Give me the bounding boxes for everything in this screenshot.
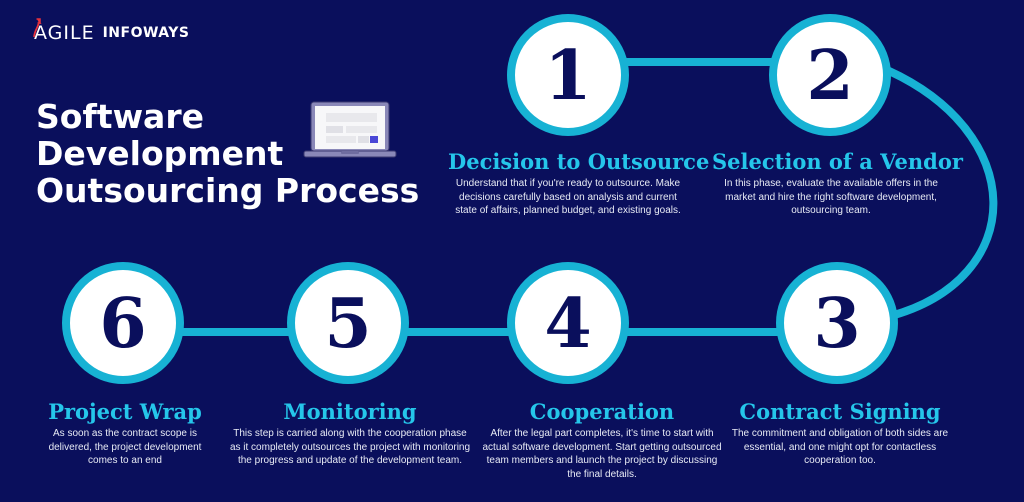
logo-wordmark: AGILE xyxy=(33,18,95,44)
step-4-title: Cooperation xyxy=(529,399,675,424)
brand-logo: AGILE INFOWAYS xyxy=(33,18,190,44)
step-5-description: This step is carried along with the coop… xyxy=(229,428,471,466)
step-6-node: 6 xyxy=(62,262,184,384)
title-line-2: Development xyxy=(36,134,284,173)
step-6-description: As soon as the contract scope is deliver… xyxy=(48,428,202,466)
title-line-1: Software xyxy=(36,97,204,136)
step-4-number: 4 xyxy=(544,284,591,364)
logo-sub-text: INFOWAYS xyxy=(102,25,190,41)
step-3-node: 3 xyxy=(776,262,898,384)
page-title: Software Development Outsourcing Process xyxy=(36,98,419,209)
step-1-number: 1 xyxy=(544,36,591,116)
step-3-circle xyxy=(776,262,898,384)
step-1-description: Understand that if you're ready to outso… xyxy=(455,178,681,216)
step-2-description: In this phase, evaluate the available of… xyxy=(724,178,938,216)
step-5-number: 5 xyxy=(324,284,371,364)
title-line-3: Outsourcing Process xyxy=(36,171,420,210)
step-1-circle xyxy=(507,14,629,136)
step-3-title: Contract Signing xyxy=(739,399,941,424)
step-2-node: 2 xyxy=(769,14,891,136)
step-5-title: Monitoring xyxy=(283,399,417,424)
step-3-description: The commitment and obligation of both si… xyxy=(731,428,949,466)
step-4-text: Cooperation After the legal part complet… xyxy=(482,400,722,481)
step-6-title: Project Wrap xyxy=(48,399,202,424)
step-6-text: Project Wrap As soon as the contract sco… xyxy=(36,400,214,468)
laptop-icon xyxy=(303,101,397,158)
step-1-title: Decision to Outsource xyxy=(448,149,710,174)
step-5-text: Monitoring This step is carried along wi… xyxy=(228,400,472,468)
step-3-number: 3 xyxy=(813,284,860,364)
arrow-swoosh-icon xyxy=(33,18,42,38)
step-5-circle xyxy=(287,262,409,384)
step-1-node: 1 xyxy=(507,14,629,136)
step-2-number: 2 xyxy=(806,36,853,116)
connector-2-3 xyxy=(878,63,998,321)
step-3-text: Contract Signing The commitment and obli… xyxy=(722,400,958,468)
step-2-text: Selection of a Vendor In this phase, eva… xyxy=(712,149,963,218)
step-4-node: 4 xyxy=(507,262,629,384)
step-5-node: 5 xyxy=(287,262,409,384)
step-2-circle xyxy=(769,14,891,136)
step-1-text: Decision to Outsource Understand that if… xyxy=(448,149,710,218)
step-4-description: After the legal part completes, it's tim… xyxy=(482,428,722,480)
step-6-circle xyxy=(62,262,184,384)
step-6-number: 6 xyxy=(99,284,146,364)
step-4-circle xyxy=(507,262,629,384)
logo-main-text: AGILE xyxy=(34,22,95,44)
step-2-title: Selection of a Vendor xyxy=(712,149,963,174)
